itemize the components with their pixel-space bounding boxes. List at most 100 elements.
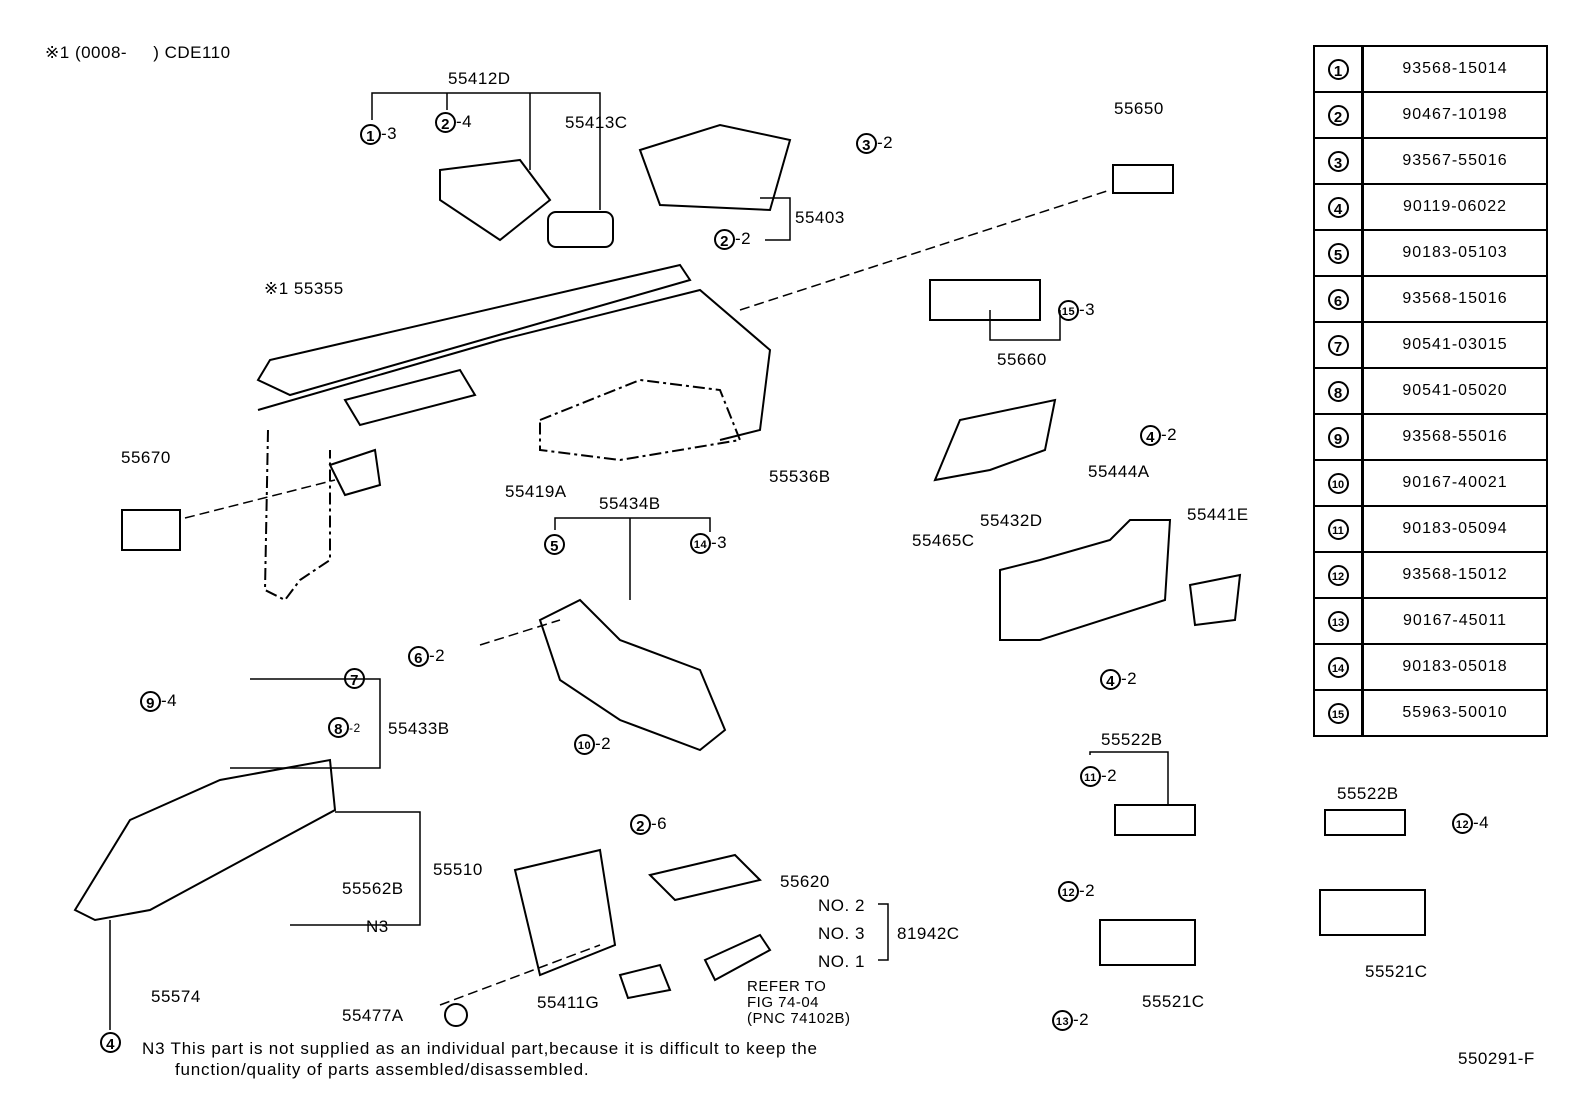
part-81942C-shape	[703, 933, 772, 982]
part-number: 93567-55016	[1361, 137, 1548, 185]
part-number: 90541-05020	[1361, 367, 1548, 415]
callout-2-4: 2-4	[435, 112, 472, 133]
callout-8-2: 8-2	[328, 717, 361, 738]
label-55441E: 55441E	[1187, 505, 1249, 524]
callout-1-3: 1-3	[360, 124, 397, 145]
part-55465C-shape	[933, 398, 1057, 482]
callout-2-6: 2-6	[630, 814, 667, 835]
label-no1: NO. 1	[818, 952, 865, 971]
label-55536B: 55536B	[769, 467, 831, 486]
part-55403-shape	[638, 123, 792, 212]
figure-id: 550291-F	[1458, 1049, 1535, 1068]
part-55441E-shape	[1188, 573, 1242, 627]
part-55670-shape	[121, 509, 181, 551]
callout-4: 4	[100, 1032, 121, 1053]
part-number: 55963-50010	[1361, 689, 1548, 737]
ref-number: 7	[1313, 321, 1364, 369]
callout-9-4: 9-4	[140, 691, 177, 712]
callout-3-2: 3-2	[856, 133, 893, 154]
ref-number: 14	[1313, 643, 1364, 691]
callout-6-2: 6-2	[408, 646, 445, 667]
label-55412D: 55412D	[448, 69, 511, 88]
callout-13-2: 13-2	[1052, 1010, 1089, 1031]
callout-5: 5	[544, 534, 565, 555]
part-number: 93568-15014	[1361, 45, 1548, 93]
ref-number: 11	[1313, 505, 1364, 553]
part-55660-shape	[929, 279, 1041, 321]
label-55620: 55620	[780, 872, 830, 891]
label-55650: 55650	[1114, 99, 1164, 118]
ref-number: 10	[1313, 459, 1364, 507]
label-55521C: 55521C	[1142, 992, 1205, 1011]
part-number: 90183-05094	[1361, 505, 1548, 553]
label-55477A: 55477A	[342, 1006, 404, 1025]
label-55419A: 55419A	[505, 482, 567, 501]
callout-14-3: 14-3	[690, 533, 727, 554]
part-number: 93568-55016	[1361, 413, 1548, 461]
part-number: 93568-15016	[1361, 275, 1548, 323]
label-no3: NO. 3	[818, 924, 865, 943]
label-55433B: 55433B	[388, 719, 450, 738]
callout-4-2-lower: 4-2	[1100, 669, 1137, 690]
part-number: 93568-15012	[1361, 551, 1548, 599]
ref-number: 12	[1313, 551, 1364, 599]
part-55522B-alt-shape	[1324, 809, 1406, 836]
ref-number: 15	[1313, 689, 1364, 737]
ref-number: 13	[1313, 597, 1364, 645]
label-n3: N3	[366, 917, 389, 936]
refer-to-line2: FIG 74-04	[747, 994, 820, 1011]
callout-2-2: 2-2	[714, 229, 751, 250]
callout-12-2: 12-2	[1058, 881, 1095, 902]
label-81942C: 81942C	[897, 924, 960, 943]
callout-7: 7	[344, 668, 365, 689]
part-number: 90167-40021	[1361, 459, 1548, 507]
ref-number: 6	[1313, 275, 1364, 323]
part-number: 90541-03015	[1361, 321, 1548, 369]
part-55432D-shape	[999, 519, 1172, 641]
instrument-panel-outline	[256, 263, 772, 602]
label-55444A: 55444A	[1088, 462, 1150, 481]
callout-4-2-upper: 4-2	[1140, 425, 1177, 446]
part-number: 90167-45011	[1361, 597, 1548, 645]
part-number: 90183-05018	[1361, 643, 1548, 691]
label-55403: 55403	[795, 208, 845, 227]
label-55413C: 55413C	[565, 113, 628, 132]
callout-11-2: 11-2	[1080, 766, 1117, 787]
label-55434B: 55434B	[599, 494, 661, 513]
ref-number: 4	[1313, 183, 1364, 231]
ref-number: 5	[1313, 229, 1364, 277]
part-55411G-shape	[513, 848, 617, 977]
label-no2: NO. 2	[818, 896, 865, 915]
part-55620-shape	[648, 853, 762, 902]
label-55660: 55660	[997, 350, 1047, 369]
label-55522B-alt: 55522B	[1337, 784, 1399, 803]
label-55670: 55670	[121, 448, 171, 467]
part-55412D-shape	[439, 158, 552, 242]
ref-number: 2	[1313, 91, 1364, 139]
label-55562B: 55562B	[342, 879, 404, 898]
bracket-lines	[109, 92, 1169, 1030]
note-line2: function/quality of parts assembled/disa…	[175, 1060, 590, 1079]
part-number: 90183-05103	[1361, 229, 1548, 277]
part-55434B-shape	[538, 598, 727, 752]
tray-shape	[618, 963, 672, 1000]
callout-12-4: 12-4	[1452, 813, 1489, 834]
label-55432D: 55432D	[980, 511, 1043, 530]
refer-to-line1: REFER TO	[747, 978, 827, 995]
part-55521C-alt-shape	[1319, 889, 1426, 936]
